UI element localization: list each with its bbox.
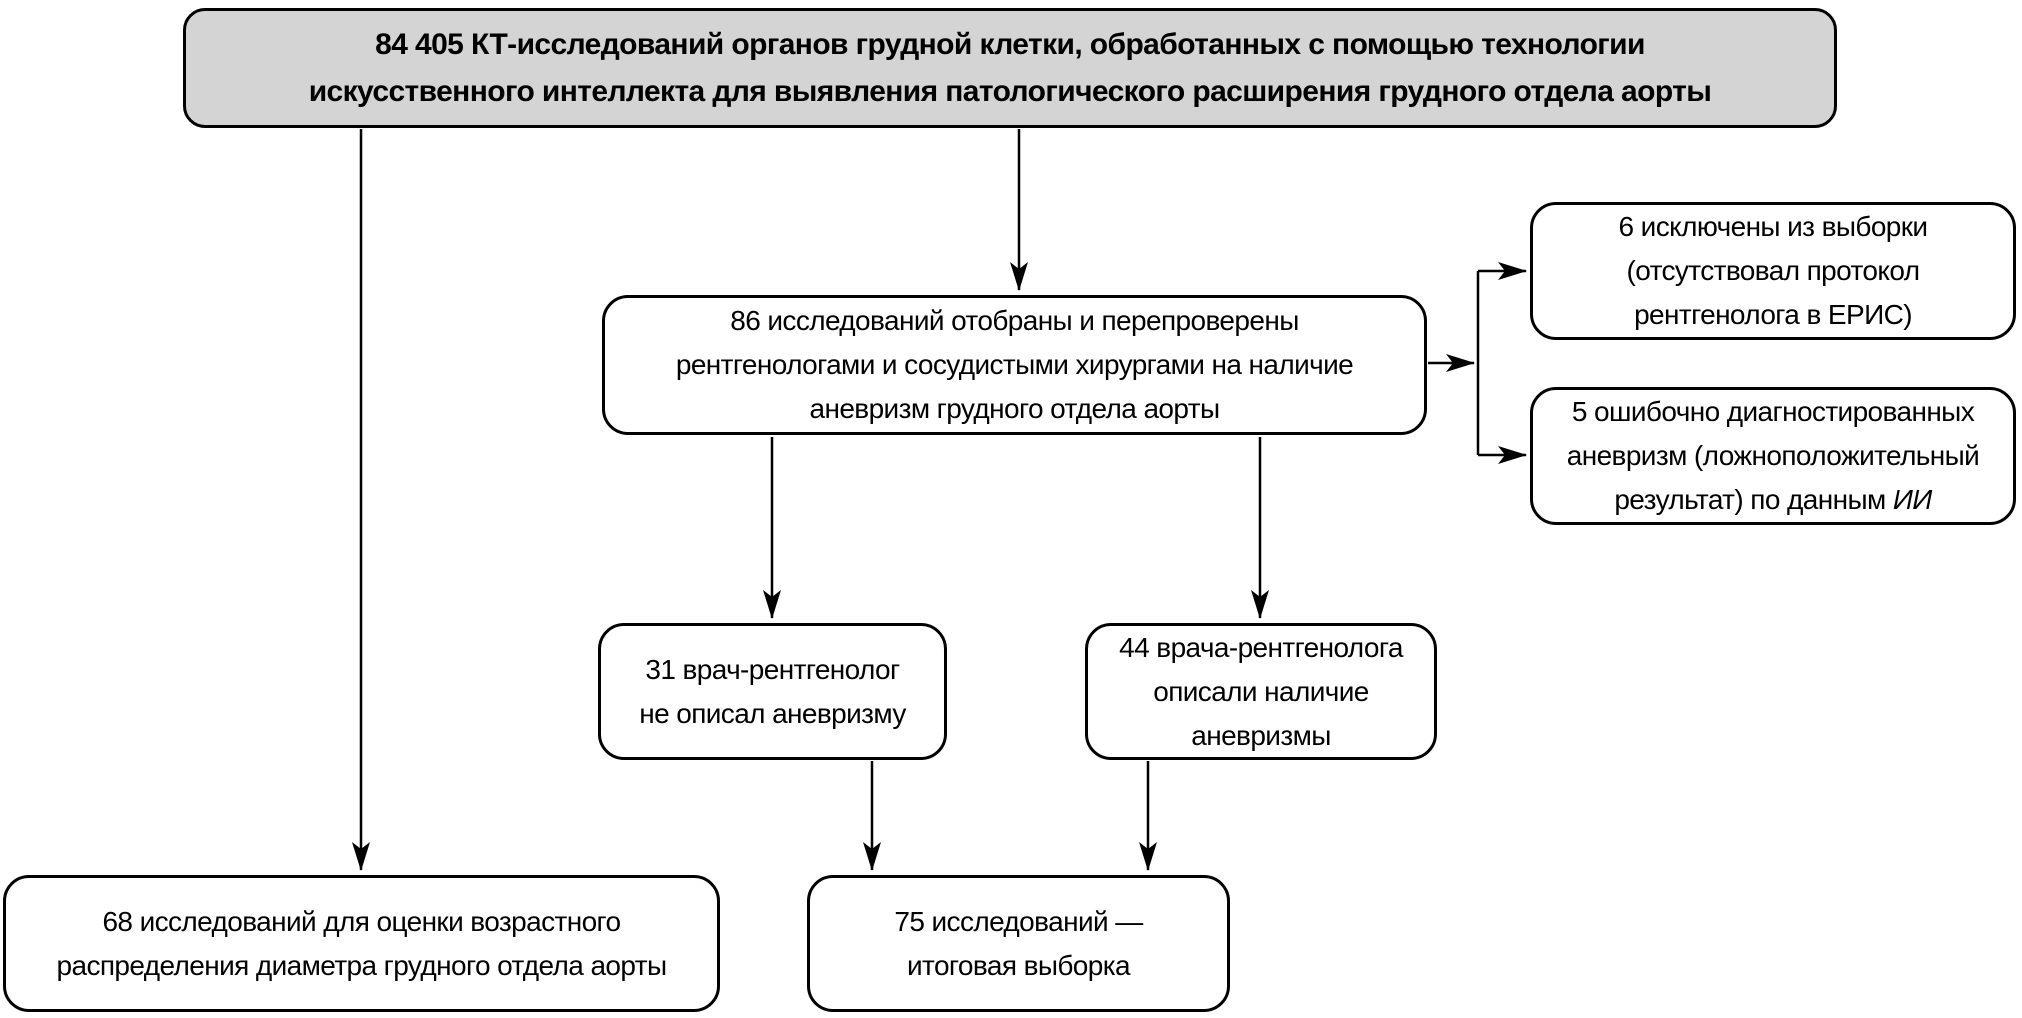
no-aneurysm-box: 31 врач-рентгенолог не описал аневризму [598, 623, 947, 760]
excluded-box-line: 6 исключены из выборки [1618, 211, 1929, 242]
aneurysm-box-line: 44 врача-рентгенолога [1119, 631, 1403, 663]
ai-abbreviation: ИИ [1892, 484, 1932, 515]
final-sample-box-line: 75 исследований — [894, 905, 1143, 937]
excluded-box: 6 исключены из выборки (отсутствовал про… [1530, 202, 2016, 340]
false-positive-box: 5 ошибочно диагностированных аневризм (л… [1530, 387, 2016, 525]
final-sample-box: 75 исследований — итоговая выборка [807, 875, 1230, 1012]
review-box-line: 86 исследований отобраны и перепроверены [730, 305, 1299, 336]
false-positive-box-line: результат) по данным ИИ [1614, 478, 1932, 522]
title-box: 84 405 КТ-исследований органов грудной к… [183, 8, 1837, 128]
review-box-line: аневризм грудного отдела аорты [809, 393, 1221, 424]
title-box-line: искусственного интеллекта для выявления … [308, 75, 1712, 108]
final-sample-box-line: итоговая выборка [907, 949, 1131, 981]
excluded-box-line: рентгенолога в ЕРИС) [1634, 299, 1912, 330]
false-positive-last-line-text: результат) по данным [1614, 484, 1893, 515]
age-distribution-box: 68 исследований для оценки возрастного р… [3, 875, 720, 1012]
title-box-line: 84 405 КТ-исследований органов грудной к… [375, 28, 1645, 61]
false-positive-box-line: 5 ошибочно диагностированных [1571, 396, 1975, 427]
age-distribution-box-line: 68 исследований для оценки возрастного [102, 905, 621, 937]
age-distribution-box-line: распределения диаметра грудного отдела а… [56, 949, 668, 981]
no-aneurysm-box-line: 31 врач-рентгенолог [645, 653, 900, 685]
aneurysm-box-line: аневризмы [1191, 719, 1331, 751]
no-aneurysm-box-line: не описал аневризму [639, 697, 906, 729]
excluded-box-line: (отсутствовал протокол [1626, 255, 1921, 286]
false-positive-box-line: аневризм (ложноположительный [1566, 440, 1980, 471]
aneurysm-described-box: 44 врача-рентгенолога описали наличие ан… [1085, 623, 1437, 760]
aneurysm-box-line: описали наличие [1153, 675, 1369, 707]
review-box-line: рентгенологами и сосудистыми хирургами н… [675, 349, 1354, 380]
review-box: 86 исследований отобраны и перепроверены… [602, 295, 1427, 435]
